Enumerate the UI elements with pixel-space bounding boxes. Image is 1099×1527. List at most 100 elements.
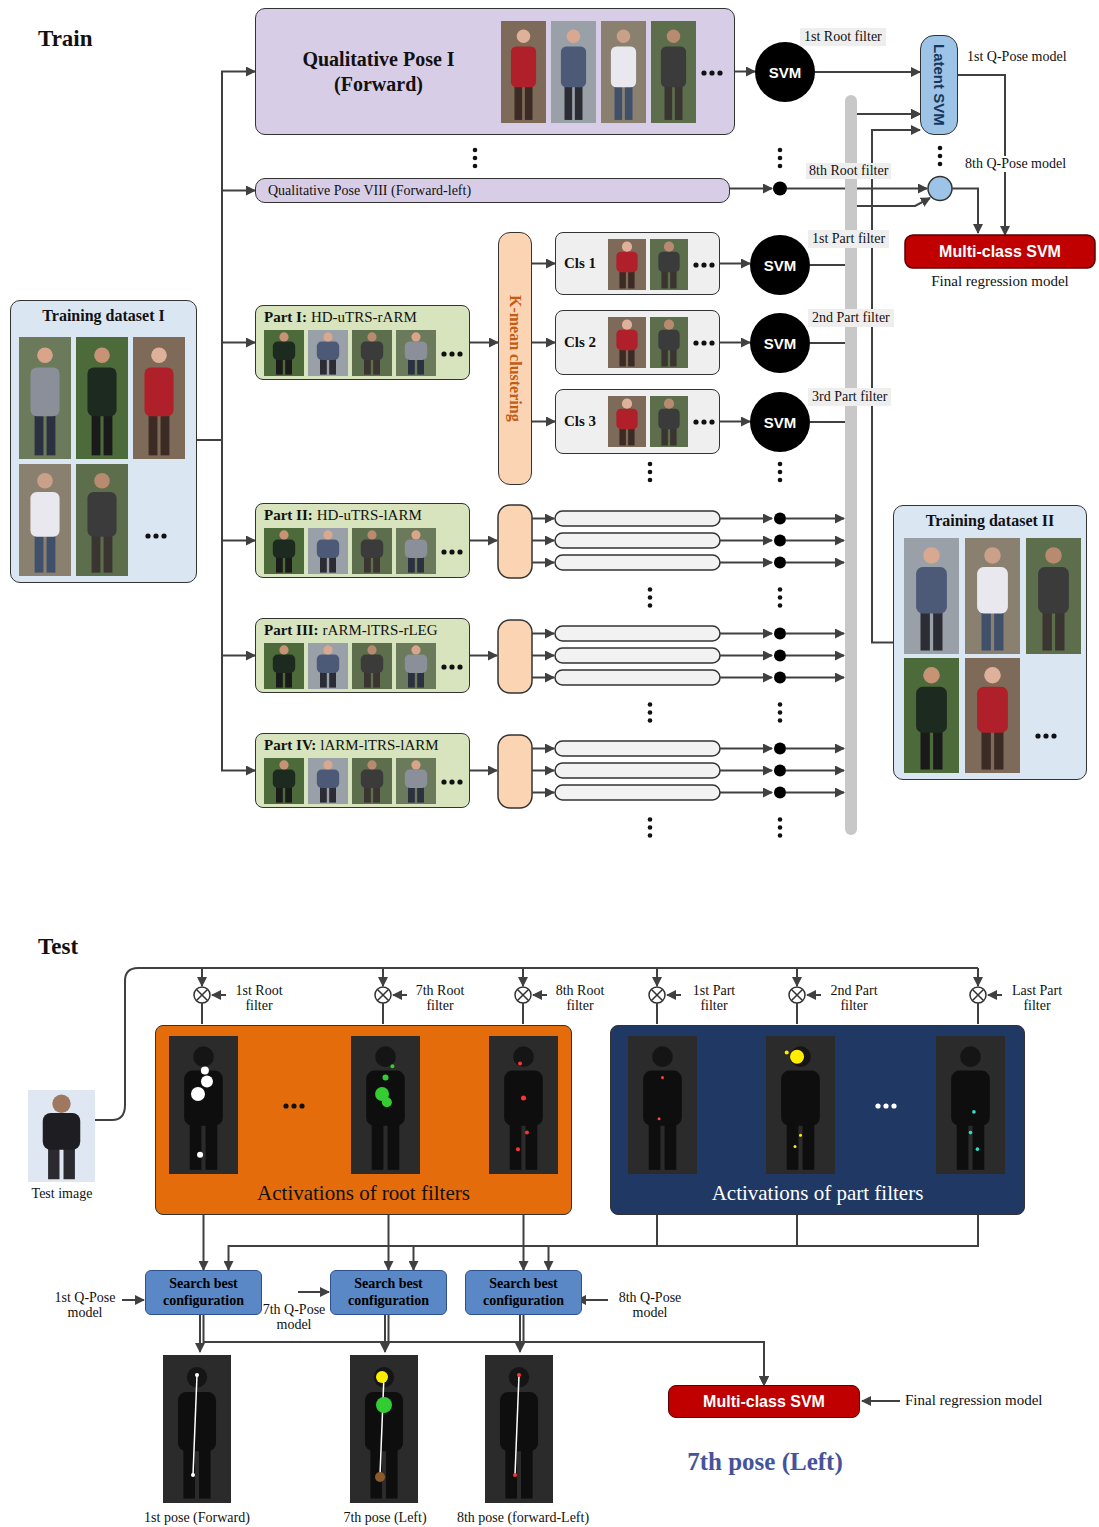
search-box: Search best configuration <box>330 1270 447 1315</box>
ellipsis-dot <box>778 462 783 467</box>
figure-torso <box>977 567 1008 613</box>
photo-ground <box>396 528 436 574</box>
pose-skeleton <box>380 1375 384 1475</box>
photo <box>163 1355 231 1503</box>
label-holder: 8th pose (forward-Left) <box>448 1510 598 1526</box>
figure-head <box>279 645 288 654</box>
annotation-label: 8th Root filter <box>806 163 891 179</box>
filter-dot <box>774 765 786 777</box>
photo-ground <box>350 1355 418 1503</box>
wire <box>786 770 844 772</box>
photo-ground <box>904 538 959 654</box>
figure-leg <box>994 608 1003 651</box>
node-title: Part II: <box>264 507 313 523</box>
wire <box>532 655 554 657</box>
ellipsis-dot <box>778 587 783 592</box>
ellipsis-dot <box>441 779 446 784</box>
node-title: Search best configuration <box>466 1276 581 1308</box>
photo-ground <box>76 337 128 459</box>
figure-torso <box>43 1113 81 1150</box>
cluster-box: Cls 1 <box>555 232 720 295</box>
figure-torso <box>184 1071 223 1126</box>
ellipsis-dot <box>709 262 714 267</box>
label-holder: Test <box>38 934 78 960</box>
wire <box>720 770 772 772</box>
figure-leg <box>619 348 625 367</box>
annotation-label: Test <box>38 934 78 960</box>
activation-dot <box>790 1050 804 1064</box>
ellipsis-dot <box>778 817 783 822</box>
figure-torso <box>405 770 427 788</box>
connector <box>414 1215 798 1270</box>
figure-head <box>517 30 531 44</box>
activation-dot <box>516 1147 520 1151</box>
ellipsis-dot <box>457 351 462 356</box>
figure-leg <box>373 556 380 573</box>
multiply-symbol <box>515 987 531 1003</box>
figure-head <box>667 30 681 44</box>
figure-torso <box>658 252 679 272</box>
photo <box>650 396 688 447</box>
ellipsis-dot <box>449 549 454 554</box>
wire <box>720 748 772 750</box>
cluster-pill <box>555 511 720 526</box>
activation-dot <box>972 1110 976 1114</box>
search-box: Search best configuration <box>145 1270 262 1315</box>
node-title: Part I: <box>264 309 307 325</box>
activation-dot <box>383 1074 389 1080</box>
photo <box>264 643 304 689</box>
node-title: Multi-class SVM <box>939 235 1061 268</box>
node-title: Activations of root filters <box>257 1181 470 1206</box>
ellipsis-dot <box>709 70 714 75</box>
ellipsis-dot <box>938 154 943 159</box>
ellipsis-dot <box>778 710 783 715</box>
svm-disc <box>750 392 810 452</box>
activation-panel: Activations of part filters <box>610 1025 1025 1215</box>
connector <box>229 1215 658 1270</box>
pose-part <box>517 1373 521 1377</box>
photo-ground <box>608 239 646 290</box>
filter-dot <box>774 787 786 799</box>
wire <box>862 1400 900 1402</box>
annotation-label: 1st Root filter <box>228 983 290 1014</box>
figure-torso <box>273 770 295 788</box>
figure-leg <box>661 348 667 367</box>
ellipsis-dot <box>291 1103 296 1108</box>
connector <box>203 1215 205 1270</box>
annotation-label: Last Part filter <box>1004 983 1070 1014</box>
cluster-pill <box>555 626 720 641</box>
ellipsis-dot <box>648 603 653 608</box>
activation-dot <box>785 1051 789 1055</box>
figure-leg <box>619 427 625 446</box>
filter-dot <box>774 628 786 640</box>
photo-ground <box>264 758 304 804</box>
figure-leg <box>628 427 634 446</box>
node-title: Search best configuration <box>146 1276 261 1308</box>
figure-leg <box>92 410 101 455</box>
activation-dot <box>197 1152 203 1158</box>
ellipsis-dot <box>693 262 698 267</box>
ellipsis-dot <box>891 1103 896 1108</box>
photo <box>501 21 546 123</box>
ellipsis-dot <box>778 603 783 608</box>
pose-class-box: Qualitative Pose I (Forward) <box>255 8 735 135</box>
figure-head <box>984 667 1001 684</box>
activation-dot <box>201 1076 213 1088</box>
figure-torso <box>365 1392 403 1451</box>
annotation-label: 1st pose (Forward) <box>122 1510 272 1526</box>
figure-leg <box>285 358 292 375</box>
pose-part <box>375 1472 385 1482</box>
figure-leg <box>417 786 424 803</box>
photo-ground <box>352 643 392 689</box>
figure-head <box>411 645 420 654</box>
figure-torso <box>273 655 295 673</box>
figure-head <box>323 332 332 341</box>
wire <box>656 968 658 986</box>
figure-head <box>617 30 631 44</box>
photo <box>76 337 128 459</box>
photo-ground <box>766 1036 835 1174</box>
wire <box>533 994 547 996</box>
cluster-box: Cls 3 <box>555 389 720 454</box>
figure-torso <box>405 655 427 673</box>
ellipsis-dot <box>693 340 698 345</box>
